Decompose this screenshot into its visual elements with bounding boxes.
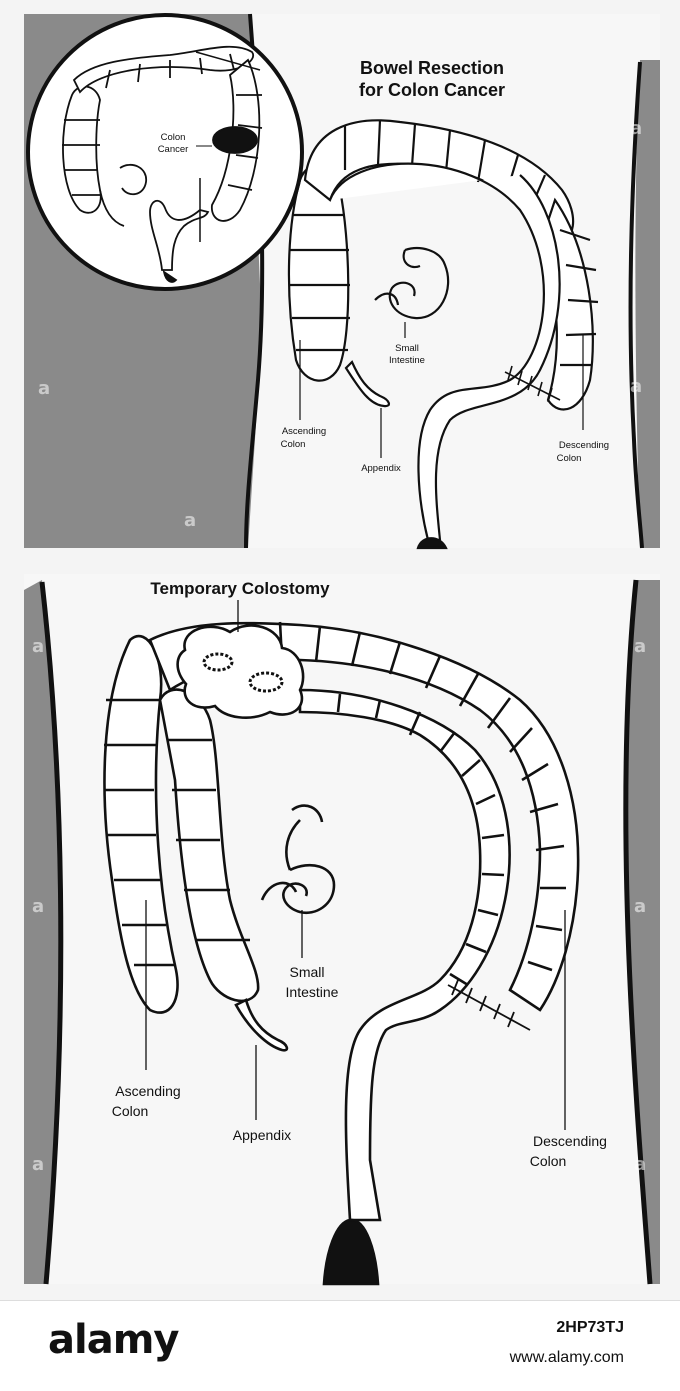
- inset-circle: [26, 13, 304, 291]
- body-outline-right-bottom: [623, 579, 653, 1285]
- watermark-glyph: a: [630, 376, 642, 397]
- panel-bottom: Temporary Colostomy Small Intestine Asce…: [24, 574, 660, 1286]
- resection-marks: [504, 365, 561, 403]
- watermark-glyph: a: [32, 896, 44, 917]
- label-top-small-intestine-2: Intestine: [389, 355, 425, 366]
- label-bottom-small-intestine-1: Small: [289, 964, 324, 980]
- inset-cut-line-1: [195, 51, 261, 71]
- label-top-appendix: Appendix: [361, 463, 401, 474]
- label-top-descending-1: Descending: [559, 440, 609, 451]
- rectum-bottom: [322, 1218, 380, 1286]
- colon-diagram-bottom: [103, 621, 580, 1286]
- watermark-layer: a a a a a a a a a a a: [32, 118, 646, 1175]
- label-bottom-ascending-2: Colon: [112, 1103, 149, 1119]
- watermark-glyph: a: [634, 636, 646, 657]
- body-side-right: [635, 60, 660, 548]
- title-top-line1: Bowel Resection: [360, 58, 504, 78]
- small-intestine: [374, 247, 450, 320]
- leaders-bottom: [145, 600, 566, 1130]
- label-top-ascending-2: Colon: [281, 439, 306, 450]
- watermark-glyph: a: [38, 118, 50, 139]
- label-top-descending-2: Colon: [557, 453, 582, 464]
- watermark-glyph: a: [630, 118, 642, 139]
- ascending-inner-bottom: [158, 688, 260, 1003]
- inset-transverse: [72, 45, 255, 94]
- inset-label-line2: Cancer: [158, 144, 189, 155]
- label-bottom-ascending-1: Ascending: [115, 1083, 180, 1099]
- panel-top: Bowel Resection for Colon Cancer Colon C…: [24, 13, 660, 550]
- leaders-top: [299, 322, 584, 458]
- inset-small-intestine: [119, 163, 147, 196]
- rectum: [416, 537, 448, 550]
- colon-diagram-top: [287, 119, 599, 550]
- title-top-line2: for Colon Cancer: [359, 80, 505, 100]
- label-top-small-intestine-1: Small: [395, 343, 419, 354]
- label-bottom-descending-2: Colon: [530, 1153, 567, 1169]
- title-bottom: Temporary Colostomy: [150, 579, 330, 598]
- stock-footer: alamy 2HP73TJ www.alamy.com: [0, 1300, 680, 1391]
- watermark-glyph: a: [32, 1154, 44, 1175]
- alamy-logo: alamy: [48, 1317, 179, 1363]
- colostomy-stoma: [176, 624, 305, 719]
- body-outline-right: [628, 61, 644, 549]
- body-outline-left-bottom: [39, 581, 64, 1285]
- site-url: www.alamy.com: [509, 1349, 624, 1366]
- watermark-glyph: a: [634, 1154, 646, 1175]
- appendix: [344, 360, 390, 408]
- inset-label-line1: Colon: [161, 132, 186, 143]
- watermark-glyph: a: [38, 378, 50, 399]
- label-top-ascending-1: Ascending: [282, 426, 326, 437]
- body-side-right-bottom: [626, 580, 660, 1284]
- watermark-glyph: a: [184, 510, 196, 531]
- image-code: 2HP73TJ: [556, 1319, 624, 1336]
- inset-sigmoid: [149, 199, 210, 271]
- stoma-openings: [202, 652, 284, 693]
- watermark-glyph: a: [634, 896, 646, 917]
- label-bottom-small-intestine-2: Intestine: [286, 984, 339, 1000]
- sigmoid-colon: [328, 162, 561, 542]
- watermark-glyph: a: [32, 636, 44, 657]
- label-bottom-descending-1: Descending: [533, 1133, 607, 1149]
- inset-tumor: [212, 126, 258, 154]
- body-side-left-bottom: [24, 580, 60, 1284]
- label-bottom-appendix: Appendix: [233, 1127, 291, 1143]
- resection-marks-bottom: [447, 979, 531, 1031]
- appendix-bottom: [234, 998, 289, 1052]
- small-intestine-bottom: [260, 804, 336, 915]
